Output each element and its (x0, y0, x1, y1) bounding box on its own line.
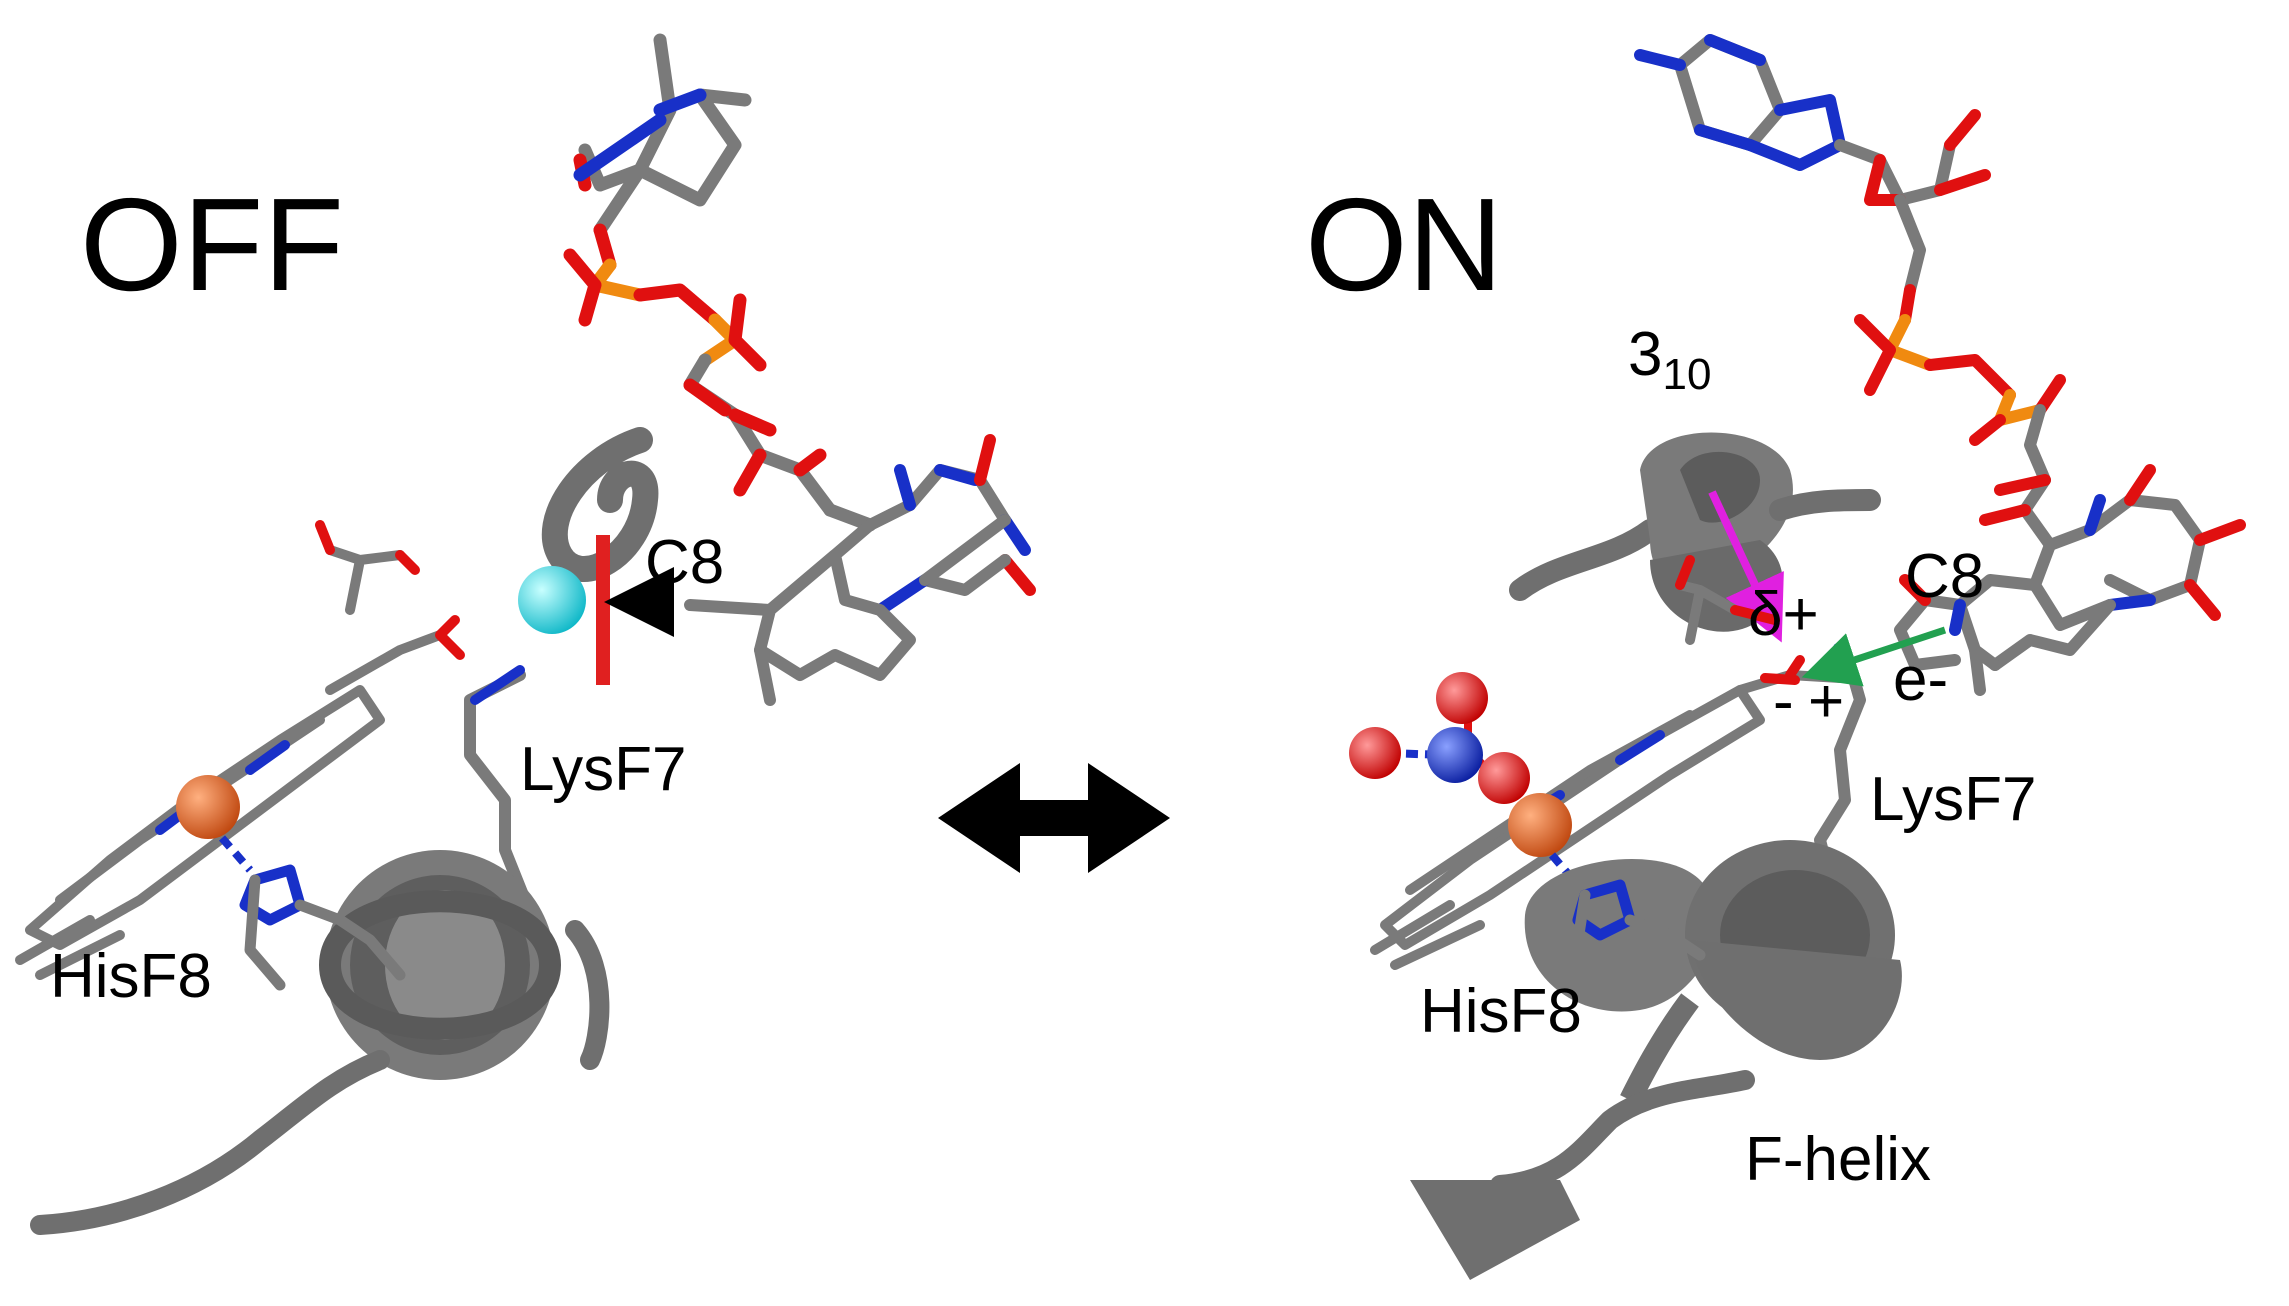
on-fhelix-label: F-helix (1745, 1125, 1931, 1194)
on-310-subscript: 10 (1662, 350, 1711, 399)
off-fad-molecule (563, 33, 1036, 706)
off-f-helix (30, 850, 610, 1235)
off-cyan-ligand (518, 566, 586, 634)
off-state-label: OFF (80, 171, 344, 318)
on-310-base: 3 (1628, 320, 1662, 389)
off-lys-nz (470, 665, 525, 705)
off-310-ribbon (541, 427, 659, 582)
double-headed-arrow-icon (938, 763, 1170, 873)
off-heme (15, 520, 465, 980)
on-no-ligand (1349, 672, 1530, 804)
on-electron-label: e- (1893, 645, 1948, 714)
off-fe-his-bond (218, 835, 254, 873)
on-state-label: ON (1305, 171, 1503, 318)
off-hisf8-label: HisF8 (50, 942, 212, 1011)
off-panel: OFF (15, 33, 1036, 1235)
off-iron-atom (176, 775, 240, 839)
on-panel: ON (1305, 34, 2246, 1280)
on-310-helix (1509, 432, 1881, 632)
on-fad-molecule (1634, 34, 2246, 696)
on-his-sidechain (1569, 879, 1706, 996)
on-propionate-o (1760, 673, 1800, 685)
on-iron-atom (1508, 793, 1572, 857)
on-dipole-arrow (1708, 490, 1784, 643)
on-hisf8-label: HisF8 (1420, 977, 1582, 1046)
off-his-sidechain (239, 864, 406, 991)
on-plus-label: + (1808, 667, 1844, 736)
on-lysf7-label: LysF7 (1870, 765, 2037, 834)
on-delta-plus-label: δ+ (1748, 580, 1819, 649)
on-minus-label: - (1773, 667, 1794, 736)
on-f-helix (1410, 840, 1902, 1280)
on-310-label: 310 (1628, 320, 1711, 399)
on-electron-arrow (1801, 626, 1947, 687)
off-lysf7-label: LysF7 (520, 735, 687, 804)
off-c8-label: C8 (645, 528, 724, 597)
on-c8-label: C8 (1905, 542, 1984, 611)
